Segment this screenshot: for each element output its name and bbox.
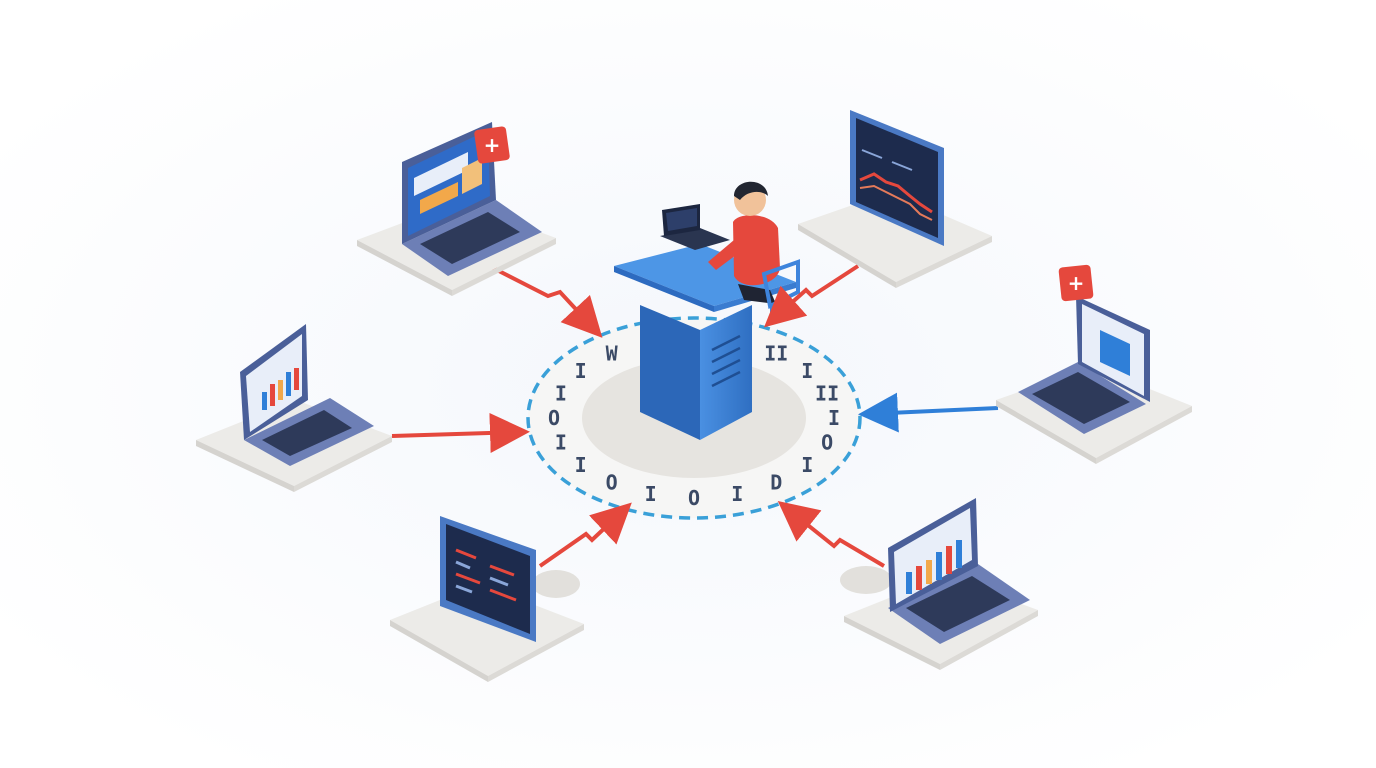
link-top-right bbox=[764, 264, 860, 328]
ring-glyph: I bbox=[731, 482, 743, 506]
ring-glyph: I bbox=[555, 381, 567, 405]
laptop-screen-bar-chart bbox=[894, 508, 972, 604]
link-bottom-left bbox=[538, 502, 632, 568]
workstation-left bbox=[196, 324, 392, 492]
link-top-left bbox=[492, 266, 603, 338]
workstation-right: + bbox=[996, 264, 1192, 464]
ring-glyph: O bbox=[606, 471, 618, 495]
laptop-keyboard bbox=[1032, 372, 1130, 424]
alert-badge-symbol: + bbox=[484, 133, 501, 157]
ring-glyph: O bbox=[821, 431, 833, 455]
workstation-top-left: + bbox=[357, 122, 556, 296]
workstation-bottom-right bbox=[840, 498, 1038, 670]
ring-glyph: W bbox=[606, 341, 619, 365]
workstation-bottom-left bbox=[390, 516, 584, 682]
ring-glyph: II bbox=[764, 341, 788, 365]
workstation-top-right bbox=[798, 110, 992, 288]
ring-glyph: I bbox=[828, 406, 840, 430]
ring-glyph: I bbox=[575, 453, 587, 477]
connection-links bbox=[391, 264, 999, 568]
operator bbox=[660, 181, 800, 322]
ring-glyph: I bbox=[575, 359, 587, 383]
laptop-keyboard bbox=[420, 212, 520, 264]
ring-glyph: I bbox=[555, 431, 567, 455]
alert-badge bbox=[474, 126, 510, 164]
laptop-screen-bar-chart bbox=[246, 334, 302, 432]
monitor-screen-code-editor bbox=[446, 524, 530, 634]
ring-glyph: II bbox=[815, 381, 839, 405]
ring-glyph: I bbox=[801, 453, 813, 477]
monitor-screen-line-chart bbox=[856, 118, 938, 238]
laptop-keyboard bbox=[262, 410, 352, 456]
ring-glyph: O bbox=[548, 406, 560, 430]
link-right bbox=[858, 392, 999, 433]
alert-badge bbox=[1058, 264, 1094, 302]
ring-glyph: I bbox=[801, 359, 813, 383]
laptop-keyboard bbox=[906, 576, 1010, 632]
link-bottom-right bbox=[777, 501, 886, 568]
ring-glyph: D bbox=[770, 471, 782, 495]
line-chart-series-red bbox=[859, 172, 933, 214]
server-right-face bbox=[700, 305, 752, 440]
link-left bbox=[391, 412, 530, 453]
operator-shirt bbox=[733, 215, 780, 286]
ring-glyph: O bbox=[688, 486, 700, 510]
central-server bbox=[614, 244, 796, 440]
alert-badge-symbol: + bbox=[1068, 271, 1085, 295]
ring-glyph: I bbox=[645, 482, 657, 506]
server-left-face bbox=[640, 305, 700, 440]
hub-ring-glyphs: IIIIIIIIOIDIOIOIIOIIWI bbox=[548, 326, 840, 510]
operator-hair bbox=[734, 181, 768, 200]
shield-icon bbox=[1100, 330, 1130, 376]
